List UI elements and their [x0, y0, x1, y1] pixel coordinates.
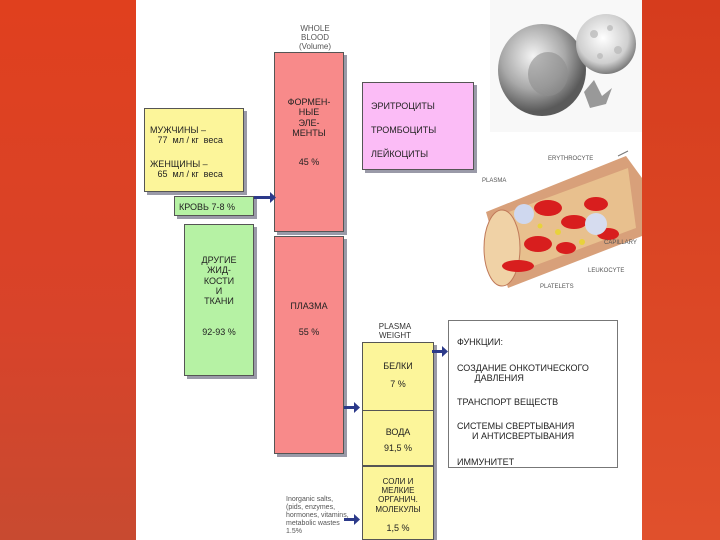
blood-volume-box: МУЖЧИНЫ – 77 мл / кг веса ЖЕНЩИНЫ – 65 м…	[144, 108, 244, 192]
plasma-weight-label: PLASMA WEIGHT	[378, 322, 412, 341]
formed-elements-percent: 45 %	[298, 157, 320, 167]
other-tissues-percent: 92-93 %	[202, 327, 236, 337]
label-erythrocyte: ERYTHROCYTE	[548, 156, 594, 162]
water-label: ВОДА	[385, 427, 411, 437]
plasma-percent: 55 %	[298, 327, 320, 337]
blood-cells-box: ЭРИТРОЦИТЫ ТРОМБОЦИТЫ ЛЕЙКОЦИТЫ	[362, 82, 474, 170]
proteins-label: БЕЛКИ	[383, 361, 413, 371]
thrombocytes-label: ТРОМБОЦИТЫ	[371, 125, 437, 135]
functions-title: ФУНКЦИИ:	[457, 337, 503, 347]
other-tissues-label: ДРУГИЕ ЖИД- КОСТИ И ТКАНИ	[201, 255, 237, 307]
left-border-bar	[0, 0, 136, 540]
men-volume-text: МУЖЧИНЫ – 77 мл / кг веса	[150, 125, 223, 146]
label-leukocyte: LEUKOCYTE	[588, 268, 625, 274]
proteins-percent: 7 %	[390, 379, 406, 389]
arrow-to-functions	[432, 346, 448, 357]
other-tissues-box: ДРУГИЕ ЖИД- КОСТИ И ТКАНИ 92-93 %	[184, 224, 254, 376]
leukocytes-label: ЛЕЙКОЦИТЫ	[371, 149, 429, 159]
vessel-leukocyte	[514, 204, 534, 224]
function-immunity: ИММУНИТЕТ	[457, 457, 515, 467]
proteins-box: БЕЛКИ 7 %	[362, 342, 434, 414]
whole-blood-label: WHOLE BLOOD (Volume)	[298, 24, 331, 52]
vessel-erythrocytes	[502, 197, 619, 272]
label-platelets: PLATELETS	[540, 284, 574, 290]
sem-platelet	[584, 80, 612, 108]
erythrocytes-label: ЭРИТРОЦИТЫ	[371, 101, 435, 111]
right-border-bar	[642, 0, 720, 540]
salts-box: СОЛИ И МЕЛКИЕ ОРГАНИЧ. МОЛЕКУЛЫ 1,5 %	[362, 466, 434, 540]
slide-canvas: WHOLE BLOOD (Volume) МУЖЧИНЫ – 77 мл / к…	[136, 0, 642, 540]
plasma-box: ПЛАЗМА 55 %	[274, 236, 344, 454]
salts-label: СОЛИ И МЕЛКИЕ ОРГАНИЧ. МОЛЕКУЛЫ	[375, 477, 421, 514]
function-coagulation: СИСТЕМЫ СВЕРТЫВАНИЯ И АНТИСВЕРТЫВАНИЯ	[457, 421, 575, 442]
label-plasma: PLASMA	[482, 178, 507, 184]
formed-elements-label: ФОРМЕН- НЫЕ ЭЛЕ- МЕНТЫ	[287, 97, 331, 139]
vessel-svg	[483, 150, 642, 288]
salts-percent: 1,5 %	[386, 523, 410, 533]
water-box: ВОДА 91,5 %	[362, 410, 434, 466]
formed-elements-box: ФОРМЕН- НЫЕ ЭЛЕ- МЕНТЫ 45 %	[274, 52, 344, 232]
sem-leukocyte	[576, 14, 636, 74]
blood-vessel-illustration: ERYTHROCYTE PLASMA CAPILLARY LEUKOCYTE P…	[478, 148, 642, 296]
sem-cells-illustration	[498, 14, 636, 116]
functions-box: ФУНКЦИИ: СОЗДАНИЕ ОНКОТИЧЕСКОГО ДАВЛЕНИЯ…	[448, 320, 618, 468]
blood-percent-box: КРОВЬ 7-8 %	[174, 196, 254, 216]
vessel-opening	[483, 209, 521, 287]
arrow-to-proteins	[344, 402, 360, 413]
label-capillary: CAPILLARY	[604, 240, 637, 246]
water-percent: 91,5 %	[383, 443, 413, 453]
plasma-label: ПЛАЗМА	[290, 301, 328, 311]
function-transport: ТРАНСПОРТ ВЕЩЕСТВ	[457, 397, 559, 407]
inorganic-note: Inorganic salts, (pids, enzymes, hormone…	[286, 496, 349, 536]
arrow-to-formed	[254, 192, 276, 203]
women-volume-text: ЖЕНЩИНЫ – 65 мл / кг веса	[150, 159, 223, 180]
sem-blood-cells-photo	[490, 0, 642, 132]
blood-percent-text: КРОВЬ 7-8 %	[179, 202, 235, 212]
function-oncotic: СОЗДАНИЕ ОНКОТИЧЕСКОГО ДАВЛЕНИЯ	[457, 363, 589, 384]
